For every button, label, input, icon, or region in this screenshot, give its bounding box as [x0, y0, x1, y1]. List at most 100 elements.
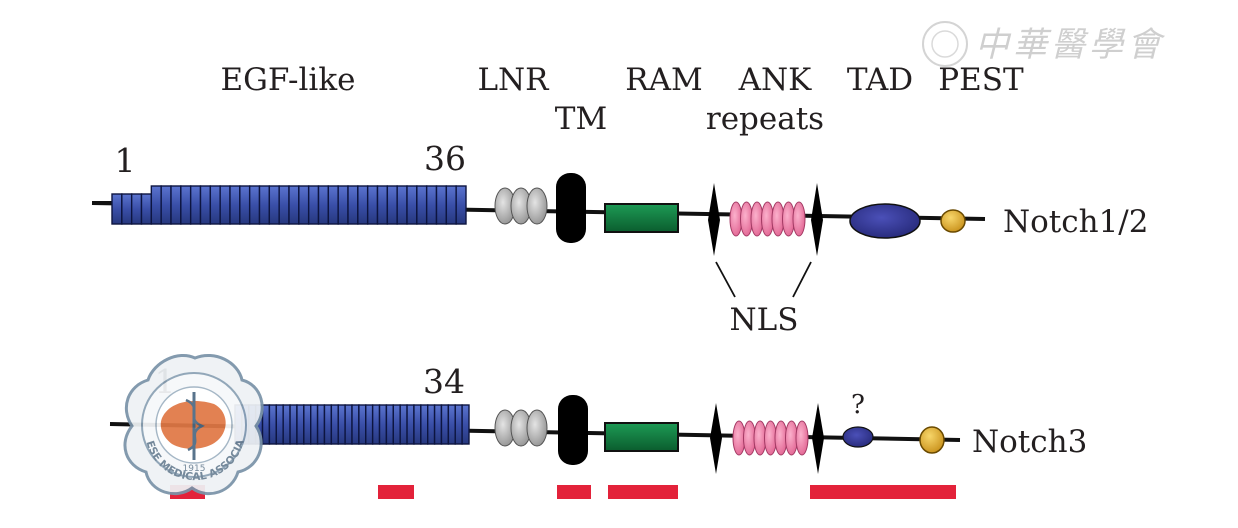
notch3-egf-repeat: [296, 404, 305, 445]
notch12-egf-repeat: [445, 185, 457, 225]
notch3-egf-repeat: [433, 404, 443, 445]
notch3-egf-repeat: [378, 404, 388, 445]
label-pest: PEST: [938, 62, 1024, 98]
notch12-egf-repeat: [239, 185, 251, 225]
label-lnr: LNR: [477, 62, 550, 98]
notch12-egf-repeat: [209, 185, 221, 225]
notch3-egf-repeat: [365, 404, 374, 445]
notch12-egf-repeat: [180, 185, 192, 225]
notch3-egf-repeat: [282, 404, 291, 445]
notch12-egf-repeat: [396, 185, 408, 225]
notch12-egf-repeat: [327, 185, 339, 225]
seal-year: 1915: [183, 464, 206, 474]
notch12-lnr-repeats: [494, 187, 548, 225]
notch3-egf-repeat: [289, 404, 298, 445]
notch12-nls-right: [811, 183, 823, 256]
notch12-egf-repeat: [189, 185, 202, 225]
notch3-egf-repeat: [337, 404, 346, 445]
notch3-egf-repeats: [234, 404, 470, 445]
label-egf-like: EGF-like: [221, 62, 356, 98]
highlight-bar-5: [810, 485, 956, 499]
notch12-egf-repeat: [229, 185, 241, 225]
notch3-ank-repeat: [795, 420, 809, 456]
label-tad: TAD: [847, 62, 913, 98]
notch12-ank-repeat: [792, 201, 806, 237]
notch12-egf-repeat: [357, 185, 369, 225]
notch3-protein: 1 34 ? Notch3: [109, 362, 1087, 474]
notch12-egf-repeat: [288, 185, 300, 225]
notch3-egf-repeat: [371, 404, 381, 445]
notch3-egf-repeat: [461, 404, 470, 445]
notch3-tad-domain: [842, 426, 874, 448]
notch3-egf-repeat: [323, 404, 333, 445]
notch3-egf-repeat: [344, 404, 353, 445]
notch12-egf-repeat: [455, 185, 467, 225]
notch12-egf-repeat: [121, 193, 133, 225]
nls-pointer-left: [715, 261, 736, 298]
corner-watermark: 中華醫學會: [922, 21, 1166, 67]
notch3-egf-repeat: [454, 404, 463, 445]
notch3-egf-repeat: [406, 404, 415, 445]
notch12-egf-end: 36: [424, 139, 466, 178]
notch3-egf-repeat: [310, 404, 319, 445]
notch12-egf-repeat: [406, 185, 418, 225]
notch12-pest-domain: [940, 209, 966, 233]
label-tm: TM: [555, 101, 607, 137]
notch12-egf-repeat: [425, 185, 438, 225]
notch12-egf-repeat: [170, 185, 182, 225]
notch12-egf-repeat: [298, 185, 310, 225]
notch12-ank-repeats: [729, 201, 806, 237]
notch12-egf-repeat: [160, 185, 172, 225]
notch3-egf-repeat: [413, 404, 422, 445]
notch12-egf-repeat: [199, 185, 212, 225]
nls-pointer-right: [792, 261, 812, 298]
notch3-nls-right: [812, 403, 824, 474]
notch3-egf-repeat: [275, 404, 284, 445]
notch3-egf-repeat: [303, 404, 312, 445]
notch12-egf-repeat: [376, 185, 389, 225]
label-ank: ANK: [738, 62, 813, 98]
notch12-egf-repeat: [386, 185, 398, 225]
notch12-tad-domain: [849, 203, 921, 239]
highlight-bar-3: [557, 485, 591, 499]
notch3-egf-repeat: [268, 404, 277, 445]
notch12-tm-domain: [556, 173, 586, 243]
notch12-egf-start: 1: [115, 141, 136, 180]
notch12-egf-repeat: [248, 185, 261, 225]
notch12-name: Notch1/2: [1003, 204, 1148, 240]
notch12-egf-repeats: [111, 185, 467, 225]
notch3-egf-repeat: [330, 404, 339, 445]
notch3-egf-repeat: [447, 404, 456, 445]
notch3-lnr-repeats: [494, 409, 548, 447]
notch12-egf-repeat: [140, 193, 153, 225]
notch3-egf-repeat: [399, 404, 408, 445]
notch12-egf-repeat: [416, 185, 428, 225]
notch3-tad-question: ?: [851, 390, 865, 420]
notch12-protein: 1 36 Notch1/2: [91, 139, 1148, 256]
notch3-egf-repeat: [392, 404, 401, 445]
notch12-egf-repeat: [435, 185, 448, 225]
notch3-nls-left: [710, 403, 722, 474]
notch12-egf-repeat: [268, 185, 280, 225]
notch3-pest-domain: [919, 426, 945, 454]
notch12-egf-repeat: [317, 185, 330, 225]
notch3-ank-repeats: [732, 420, 809, 456]
notch12-egf-repeat: [111, 193, 123, 225]
nls-label: NLS: [730, 302, 799, 338]
notch12-egf-repeat: [307, 185, 320, 225]
notch12-egf-repeat: [130, 193, 143, 225]
notch12-nls-left: [708, 183, 720, 256]
notch3-egf-repeat: [316, 404, 326, 445]
notch3-egf-repeat: [420, 404, 429, 445]
notch12-egf-repeat: [258, 185, 271, 225]
notch3-egf-repeat: [351, 404, 360, 445]
notch3-tm-domain: [558, 395, 588, 465]
notch12-egf-repeat: [150, 185, 162, 225]
notch3-ram-domain: [604, 422, 679, 452]
corner-watermark-text: 中華醫學會: [975, 25, 1166, 65]
notch3-egf-repeat: [385, 404, 394, 445]
notch12-egf-repeat: [278, 185, 290, 225]
notch12-egf-repeat: [347, 185, 359, 225]
notch12-egf-repeat: [219, 185, 231, 225]
